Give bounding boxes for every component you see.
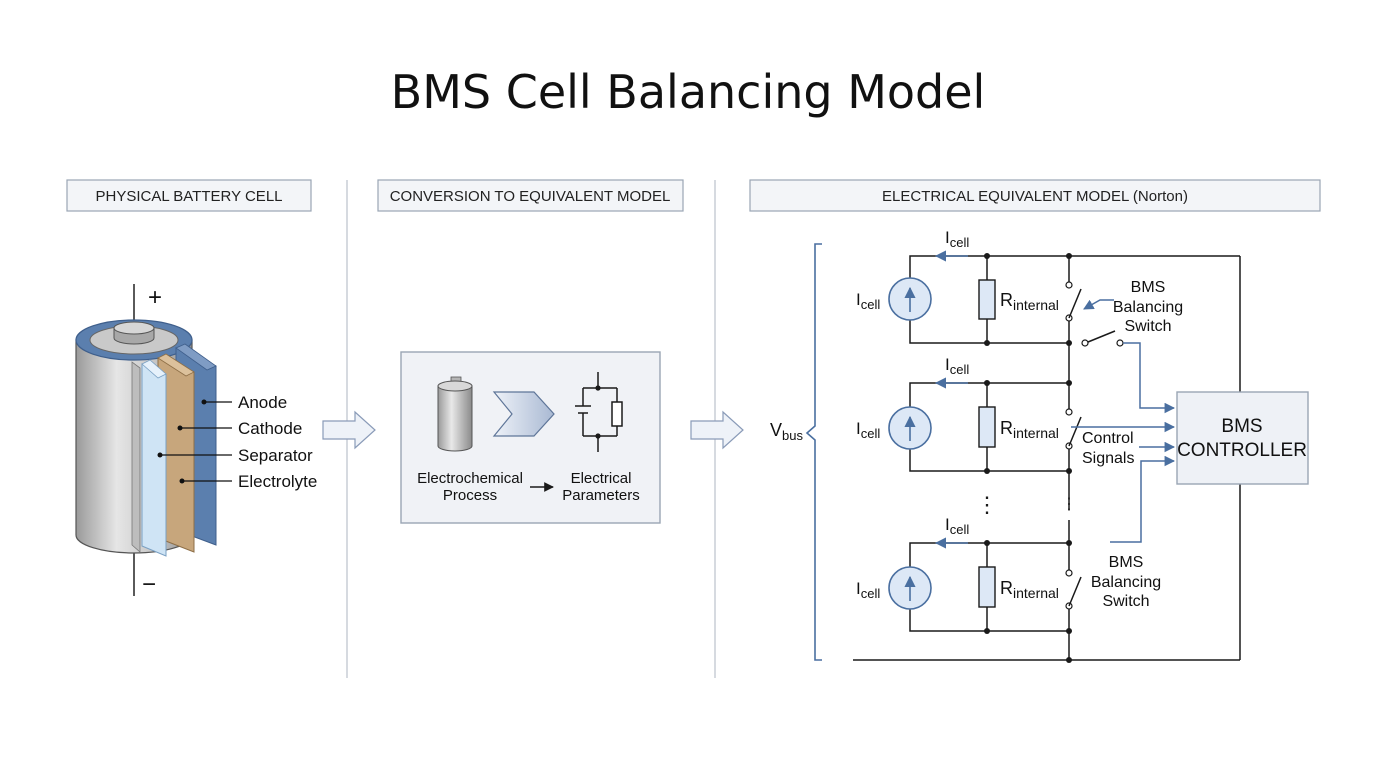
svg-text:Switch: Switch [1124,318,1171,335]
balancing-switch-label-bottom: BMS Balancing Switch [1091,554,1161,610]
parameters-label: Parameters [562,487,640,504]
panel-header-conversion-label: CONVERSION TO EQUIVALENT MODEL [390,188,671,205]
rinternal-label-2: Rinternal [1000,418,1059,441]
transition-arrow-2 [690,410,744,450]
control-signal-wires [1071,299,1176,543]
electrolyte-label: Electrolyte [238,472,317,491]
icell-side-label-1: Icell [856,290,880,312]
vbus-label: Vbus [770,420,803,443]
small-battery-icon [437,376,473,452]
panel-header-equivalent-label: ELECTRICAL EQUIVALENT MODEL (Norton) [882,188,1188,205]
electrical-label: Electrical [571,470,632,487]
anode-label: Anode [238,393,287,412]
battery-cell-illustration: + − Anode Cathode Separator Electrolyte [75,284,317,598]
negative-terminal-label: − [142,571,156,598]
panel-header-equivalent: ELECTRICAL EQUIVALENT MODEL (Norton) [749,179,1321,212]
controller-label-line2: CONTROLLER [1177,440,1307,461]
icell-side-label-3: Icell [856,579,880,601]
bms-controller-box: BMS CONTROLLER [1176,391,1309,485]
rinternal-label-3: Rinternal [1000,578,1059,601]
positive-terminal-label: + [148,284,162,311]
icell-top-label-1: Icell [945,228,969,250]
icell-top-label-3: Icell [945,515,969,537]
equivalent-circuit: Vbus Icell Icell Rinternal [770,228,1309,663]
balancing-switch-1 [1068,288,1082,319]
panel-header-physical-label: PHYSICAL BATTERY CELL [95,188,282,205]
transition-arrow-1 [322,410,376,450]
rinternal-label-1: Rinternal [1000,290,1059,313]
svg-text:Switch: Switch [1102,593,1149,610]
svg-text:Control: Control [1082,430,1134,447]
svg-text:BMS: BMS [1131,279,1166,296]
separator-label: Separator [238,446,313,465]
controller-label-line1: BMS [1221,416,1262,437]
cell-branch-2: Icell Icell Rinternal [856,355,1082,474]
svg-text:Balancing: Balancing [1113,299,1183,316]
icell-side-label-2: Icell [856,419,880,441]
svg-text:Balancing: Balancing [1091,574,1161,591]
panel-header-conversion: CONVERSION TO EQUIVALENT MODEL [377,179,684,212]
cathode-label: Cathode [238,419,302,438]
balancing-switch-2 [1068,416,1082,447]
ellipsis-left: ⋮ [976,492,998,517]
conversion-chevron-icon [492,391,555,437]
separator-layer [141,363,167,557]
cell-branch-1: Icell Icell Rinternal [856,228,1124,347]
process-label: Process [443,487,497,504]
icell-top-label-2: Icell [945,355,969,377]
ellipsis-right: ⋮ [1061,496,1077,513]
balancing-switch-label-top: BMS Balancing Switch [1113,279,1183,335]
vbus-bracket [805,243,822,661]
svg-text:BMS: BMS [1109,554,1144,571]
cell-branch-3: Icell Icell Rinternal [856,515,1082,634]
conversion-box: Electrochemical Process Electrical Param… [400,351,661,524]
svg-text:Signals: Signals [1082,450,1134,467]
page-title: BMS Cell Balancing Model [391,65,986,119]
panel-header-physical: PHYSICAL BATTERY CELL [66,179,312,212]
electrochemical-label: Electrochemical [417,470,523,487]
control-signals-label: Control Signals [1082,430,1134,467]
balancing-switch-3 [1068,576,1082,607]
